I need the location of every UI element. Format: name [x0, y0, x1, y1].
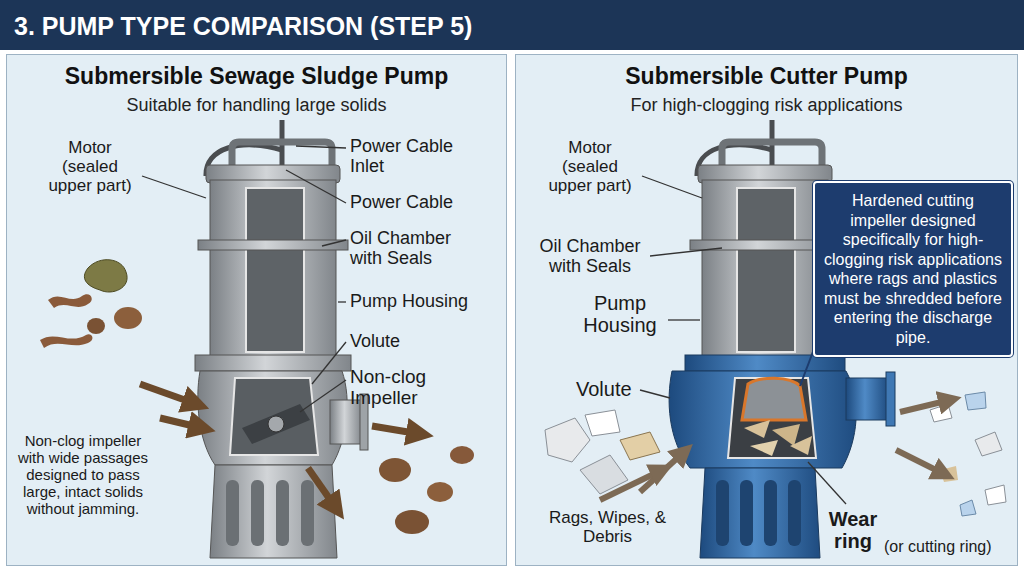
flow-arrow: [896, 450, 944, 474]
cutter-pump: [700, 468, 820, 558]
cutter-pump: [716, 480, 729, 546]
cutter-pump: [740, 480, 753, 546]
debris: [960, 500, 976, 516]
cutter-pump: [790, 436, 812, 455]
flow-arrow: [140, 384, 196, 404]
panel-ground: [6, 54, 507, 566]
cutter-pump: [846, 378, 888, 420]
solids: [48, 294, 92, 308]
sludge-pump: [242, 404, 310, 444]
solids: [427, 482, 453, 502]
debris: [620, 432, 660, 460]
leader-line: [296, 146, 346, 148]
sludge-pump: [195, 120, 368, 558]
cutter-pump: [737, 188, 795, 352]
solids: [379, 458, 411, 482]
callout-box: Hardened cutting impeller designed speci…: [813, 181, 1013, 357]
title-bar: 3. PUMP TYPE COMPARISON (STEP 5): [0, 0, 1024, 50]
part-label: Non-clog Impeller: [350, 366, 458, 409]
cutter-pump: [728, 378, 816, 458]
cutter-pump: [886, 372, 895, 426]
solids: [40, 334, 92, 348]
leader-line: [142, 176, 206, 198]
debris: [985, 485, 1006, 505]
leader-line: [642, 176, 702, 198]
cutter-pump: [744, 420, 770, 438]
debris: [585, 410, 620, 436]
solids: [87, 318, 105, 334]
cutter-pump: [764, 480, 777, 546]
part-label: Power Cable: [350, 192, 475, 212]
panel-ground: [6, 54, 1018, 566]
sludge-pump: [251, 480, 264, 546]
panel-subheading: Suitable for handling large solids: [7, 94, 506, 117]
flow-arrow: [600, 400, 950, 500]
sludge-pump: [198, 371, 347, 465]
flow-arrow: [900, 400, 950, 412]
title-text: 3. PUMP TYPE COMPARISON (STEP 5): [14, 12, 472, 41]
leader-line: [338, 301, 346, 302]
leader-line: [312, 342, 346, 384]
sludge-pump: [230, 378, 318, 455]
leader-line: [286, 170, 346, 203]
part-label: Motor (sealed upper part): [540, 138, 640, 195]
part-label: (or cutting ring): [884, 538, 1014, 556]
sludge-pump: [301, 480, 314, 546]
cutter-pump: [685, 355, 845, 371]
part-label: Volute: [576, 378, 638, 400]
debris: [975, 432, 1002, 456]
comparison-panel: Submersible Cutter PumpFor high-clogging…: [515, 54, 1018, 566]
part-label: Oil Chamber with Seals: [532, 236, 648, 276]
sludge-pump: [198, 240, 348, 250]
part-label: Pump Housing: [350, 291, 490, 311]
sludge-pump: [246, 188, 304, 352]
debris: [545, 392, 1006, 516]
leader-line: [142, 146, 346, 412]
note-text: Non-clog impeller with wide passages des…: [12, 432, 154, 517]
leader-line: [322, 240, 346, 246]
sludge-pump: [195, 355, 351, 371]
debris: [545, 418, 590, 462]
part-label: Power Cable Inlet: [350, 136, 475, 176]
debris: [965, 392, 986, 410]
part-label: Motor (sealed upper part): [40, 138, 140, 195]
solids: [114, 307, 142, 329]
sludge-pump: [268, 416, 284, 432]
part-label: Wear ring: [824, 508, 882, 553]
leader-line: [668, 319, 700, 320]
sludge-pump: [276, 480, 289, 546]
part-label: Volute: [350, 331, 450, 351]
callout-text: Hardened cutting impeller designed speci…: [824, 191, 1002, 347]
part-label: Pump Housing: [574, 292, 666, 337]
solids: [450, 446, 474, 464]
leader-line: [650, 248, 722, 256]
cutter-pump: [788, 480, 801, 546]
sludge-pump: [226, 480, 239, 546]
flow-arrow: [372, 426, 420, 434]
flow-arrow: [600, 470, 662, 500]
part-label: Rags, Wipes, & Debris: [540, 508, 675, 546]
leader-line: [640, 390, 670, 398]
panel-heading: Submersible Sewage Sludge Pump: [7, 63, 506, 91]
cutter-pump: [702, 180, 828, 358]
solids: [395, 510, 429, 534]
cutter-pump: [742, 378, 806, 420]
leader-line: [300, 380, 346, 412]
sludge-pump: [210, 180, 336, 358]
panel-subheading: For high-clogging risk applications: [516, 94, 1017, 117]
panel-heading: Submersible Cutter Pump: [516, 63, 1017, 91]
cutter-pump: [669, 371, 856, 468]
solids: [84, 260, 127, 292]
part-label: Oil Chamber with Seals: [350, 228, 468, 268]
sludge-pump: [210, 465, 337, 558]
panel-ground: [515, 54, 1018, 566]
leader-line: [808, 462, 846, 504]
cutter-pump: [750, 440, 778, 456]
flow-arrow: [160, 418, 202, 428]
flow-arrow: [308, 468, 336, 508]
